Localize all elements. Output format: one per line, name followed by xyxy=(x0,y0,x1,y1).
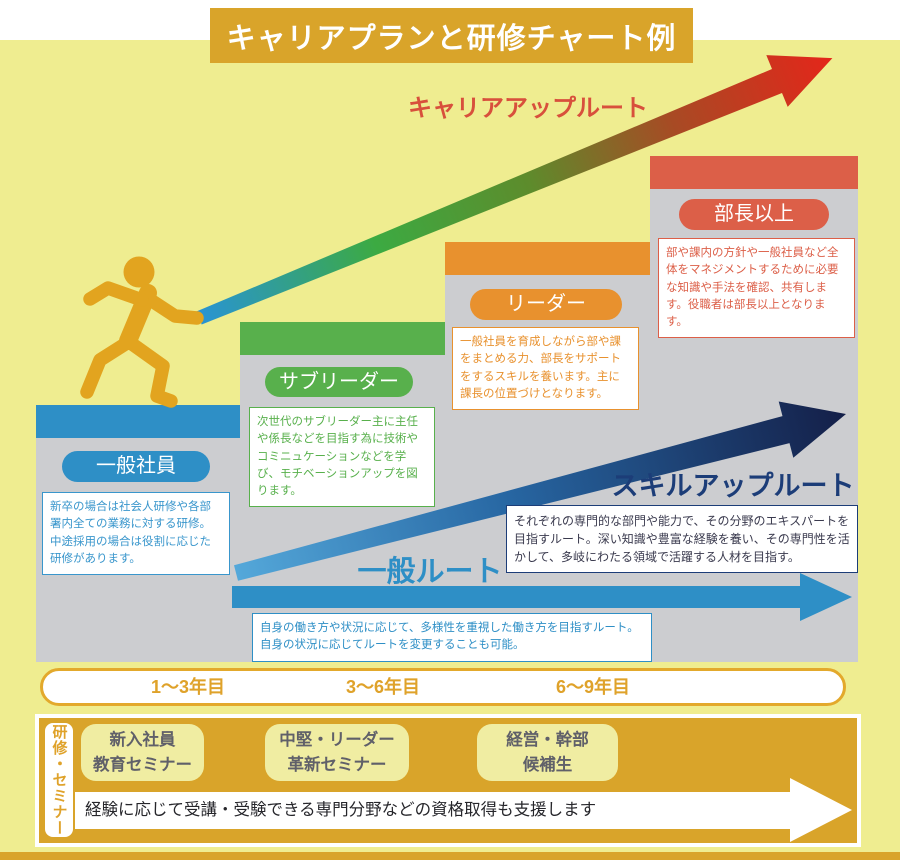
step-pill-subleader: サブリーダー xyxy=(265,367,413,397)
seminar-midlevel-line1: 中堅・リーダー xyxy=(279,730,395,749)
step-desc-staff: 新卒の場合は社会人研修や各部署内全ての業務に対する研修。中途採用の場合は役割に応… xyxy=(42,492,230,575)
step-bar-subleader xyxy=(240,322,445,355)
seminar-newcomer-line2: 教育セミナー xyxy=(93,755,192,774)
step-desc-manager: 部や課内の方針や一般社員など全体をマネジメントするために必要な知識や手法を確認、… xyxy=(658,238,855,339)
training-side-tab: 研修・セミナー xyxy=(45,723,73,837)
seminar-newcomer-line1: 新入社員 xyxy=(109,730,176,749)
support-arrow-head xyxy=(790,778,852,842)
timeline-years-1-3: 1〜3年目 xyxy=(150,677,226,697)
support-arrow-bar: 経験に応じて受講・受験できる専門分野などの資格取得も支援します xyxy=(75,792,790,829)
seminar-executive-line2: 候補生 xyxy=(522,755,573,774)
running-person-icon xyxy=(80,256,204,408)
title-banner: キャリアプランと研修チャート例 xyxy=(210,8,693,63)
seminar-pill-midlevel: 中堅・リーダー 革新セミナー xyxy=(265,724,409,781)
step-pill-staff: 一般社員 xyxy=(62,451,210,482)
seminar-pill-executive: 経営・幹部 候補生 xyxy=(477,724,618,781)
step-column-manager xyxy=(650,156,858,662)
general-route-desc: 自身の働き方や状況に応じて、多様性を重視した働き方を目指すルート。自身の状況に応… xyxy=(252,613,652,662)
page-title: キャリアプランと研修チャート例 xyxy=(226,22,677,55)
training-seminar-panel: 研修・セミナー 新入社員 教育セミナー 中堅・リーダー 革新セミナー 経営・幹部… xyxy=(35,714,861,847)
skill-up-route-label: スキルアップルート xyxy=(611,471,855,501)
step-desc-leader: 一般社員を育成しながら部や課をまとめる力、部長をサポートをするスキルを養います。… xyxy=(452,327,639,410)
timeline-bar: 1〜3年目 3〜6年目 6〜9年目 xyxy=(40,668,846,706)
general-route-label: 一般ルート xyxy=(357,556,503,588)
skill-route-desc: それぞれの専門的な部門や能力で、その分野のエキスパートを目指すルート。深い知識や… xyxy=(506,505,858,573)
training-side-label: 研修・セミナー xyxy=(50,724,68,836)
timeline-years-6-9: 6〜9年目 xyxy=(555,677,631,697)
step-pill-leader: リーダー xyxy=(470,289,622,320)
step-desc-subleader: 次世代のサブリーダー主に主任や係長などを目指す為に技術やコミニュケーションなどを… xyxy=(249,407,435,508)
step-bar-staff xyxy=(36,405,240,438)
seminar-midlevel-line2: 革新セミナー xyxy=(287,755,387,774)
timeline-years-3-6: 3〜6年目 xyxy=(345,677,421,697)
career-up-route-label: キャリアアップルート xyxy=(408,95,648,122)
seminar-pill-newcomer: 新入社員 教育セミナー xyxy=(81,724,204,781)
seminar-executive-line1: 経営・幹部 xyxy=(506,730,589,749)
step-bar-leader xyxy=(445,242,650,275)
step-pill-manager: 部長以上 xyxy=(679,199,829,230)
step-bar-manager xyxy=(650,156,858,189)
bottom-gold-strip xyxy=(0,852,900,860)
